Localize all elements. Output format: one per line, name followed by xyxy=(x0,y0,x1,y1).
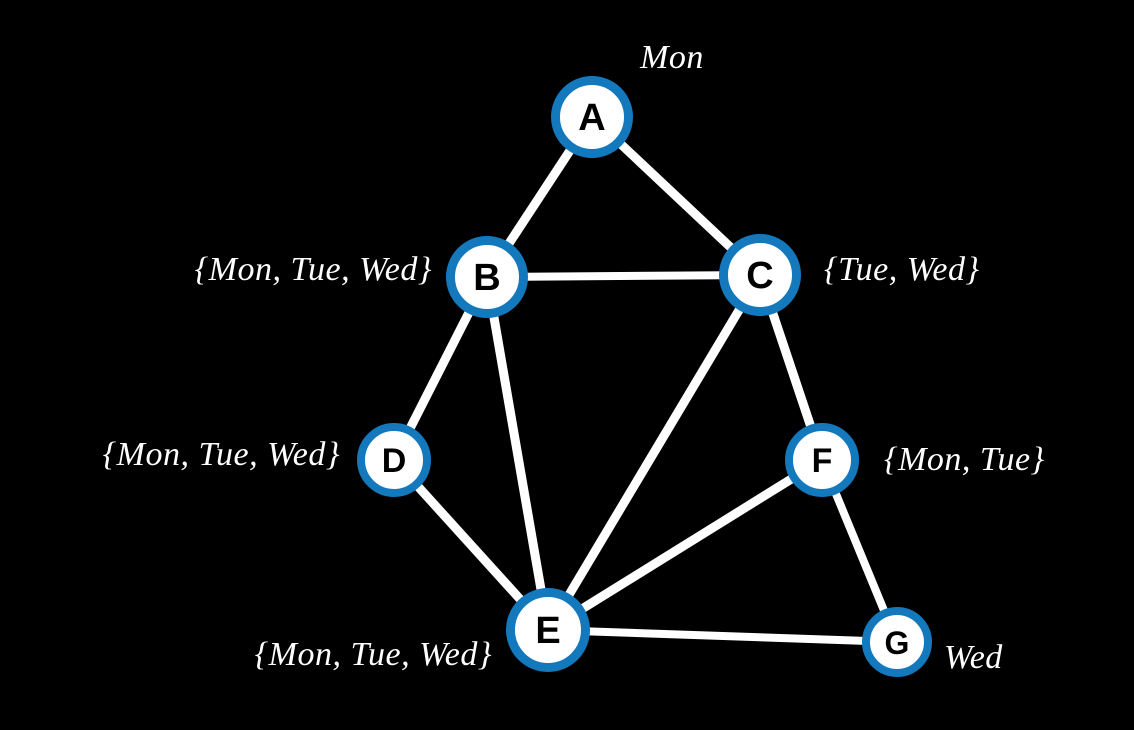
node-e[interactable]: E xyxy=(506,588,590,672)
node-circle-f[interactable] xyxy=(785,423,859,497)
node-g[interactable]: G xyxy=(862,607,932,677)
node-letter-e: E xyxy=(535,610,560,652)
node-letter-b: B xyxy=(473,257,500,299)
domain-label-f: {Mon, Tue} xyxy=(884,441,1045,478)
edge-b-c xyxy=(483,271,764,281)
edge-c-e xyxy=(543,270,765,635)
node-circle-b[interactable] xyxy=(446,236,528,318)
node-b[interactable]: B xyxy=(446,236,528,318)
domain-label-a: Mon xyxy=(640,39,704,76)
node-circle-a[interactable] xyxy=(551,76,633,158)
node-d[interactable]: D xyxy=(357,423,431,497)
domain-label-b: {Mon, Tue, Wed} xyxy=(194,251,432,288)
node-circle-c[interactable] xyxy=(719,234,801,316)
domain-label-g: Wed xyxy=(944,639,1003,676)
edge-b-e xyxy=(482,272,553,635)
node-circle-e[interactable] xyxy=(506,588,590,672)
domain-label-d: {Mon, Tue, Wed} xyxy=(102,436,340,473)
domain-label-e: {Mon, Tue, Wed} xyxy=(254,636,492,673)
node-letter-a: A xyxy=(578,97,605,139)
node-letter-g: G xyxy=(885,625,910,661)
node-c[interactable]: C xyxy=(719,234,801,316)
edge-e-f xyxy=(543,455,827,635)
node-f[interactable]: F xyxy=(785,423,859,497)
node-letter-f: F xyxy=(812,442,833,480)
edges-layer xyxy=(389,112,901,646)
edge-e-g xyxy=(544,626,901,646)
node-letter-c: C xyxy=(746,255,773,297)
node-circle-g[interactable] xyxy=(862,607,932,677)
node-letter-d: D xyxy=(382,442,407,480)
node-circle-d[interactable] xyxy=(357,423,431,497)
domain-label-c: {Tue, Wed} xyxy=(824,251,980,288)
nodes-layer: A B C D E F G xyxy=(357,76,932,677)
node-a[interactable]: A xyxy=(551,76,633,158)
